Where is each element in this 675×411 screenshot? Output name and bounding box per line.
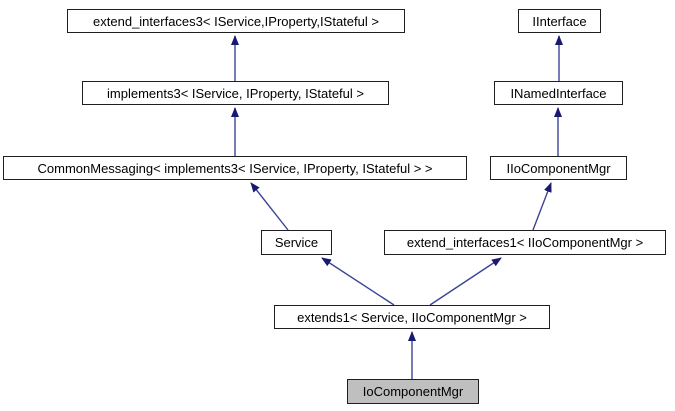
node-implements3[interactable]: implements3< IService, IProperty, IState… <box>82 81 389 105</box>
node-commonmessaging[interactable]: CommonMessaging< implements3< IService, … <box>3 156 467 180</box>
edge-extends1-to-extend-interfaces1 <box>429 257 502 306</box>
node-extends1[interactable]: extends1< Service, IIoComponentMgr > <box>274 305 550 329</box>
node-iiocomponentmgr[interactable]: IIoComponentMgr <box>490 156 627 180</box>
node-extend-interfaces3[interactable]: extend_interfaces3< IService,IProperty,I… <box>67 9 405 33</box>
node-inamedinterface[interactable]: INamedInterface <box>494 81 623 105</box>
node-extend-interfaces1[interactable]: extend_interfaces1< IIoComponentMgr > <box>384 230 666 255</box>
node-iinterface[interactable]: IInterface <box>518 9 601 33</box>
edge-service-to-commonmessaging <box>250 182 289 231</box>
node-iocomponentmgr-current: IoComponentMgr <box>347 379 479 404</box>
node-service[interactable]: Service <box>261 230 332 255</box>
edge-extends1-to-service <box>321 257 395 306</box>
edge-extend-interfaces1-to-iiocomponentmgr <box>532 182 552 231</box>
